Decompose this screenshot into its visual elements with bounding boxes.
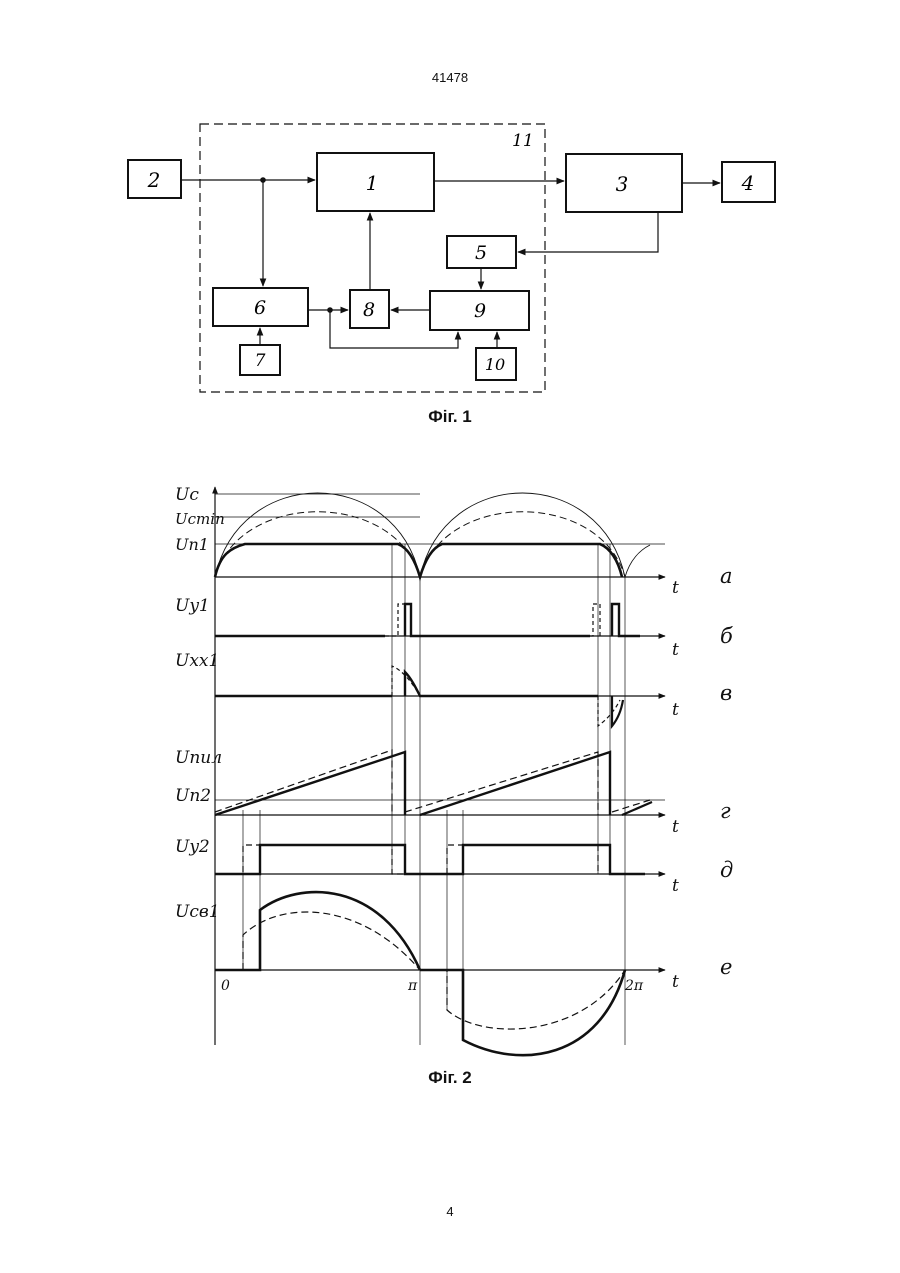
t-label-a: t xyxy=(672,578,679,598)
t-label-d: t xyxy=(672,817,679,837)
t-label-b: t xyxy=(672,640,679,660)
ylabel-ucmin: Ucmin xyxy=(175,510,225,528)
tick-zero: 0 xyxy=(221,978,230,994)
signal-uy1 xyxy=(215,604,640,636)
figure-2-caption: Фіг. 2 xyxy=(0,1068,900,1088)
t-label-c: t xyxy=(672,700,679,720)
row-letter-b: б xyxy=(720,624,733,648)
signal-un1-bold xyxy=(215,544,622,577)
signal-upil xyxy=(215,750,652,815)
signal-uxx1 xyxy=(215,666,623,726)
ylabel-upil: Uпил xyxy=(175,748,222,768)
row-letter-f: е xyxy=(720,955,732,979)
ylabel-un1: Un1 xyxy=(175,535,209,554)
ylabel-uxx1: Uxx1 xyxy=(175,651,219,671)
row-letter-a: a xyxy=(720,564,733,588)
tick-two-pi: 2π xyxy=(624,978,644,994)
row-letter-e: д xyxy=(720,858,733,882)
row-letter-d: г xyxy=(720,799,731,823)
ylabel-un2: Un2 xyxy=(175,786,211,806)
row-letter-c: в xyxy=(720,681,732,705)
page-number: 4 xyxy=(0,1204,900,1219)
signal-uy2 xyxy=(215,845,645,874)
ylabel-uy2: Uy2 xyxy=(175,837,210,857)
ylabel-uc: Uc xyxy=(175,485,199,505)
ylabel-uy1: Uy1 xyxy=(175,596,210,616)
tick-pi: π xyxy=(407,978,418,994)
signal-uc-thin xyxy=(215,493,650,577)
t-label-f: t xyxy=(672,972,679,992)
ylabel-usv1: Uсв1 xyxy=(175,902,220,922)
t-label-e: t xyxy=(672,876,679,896)
